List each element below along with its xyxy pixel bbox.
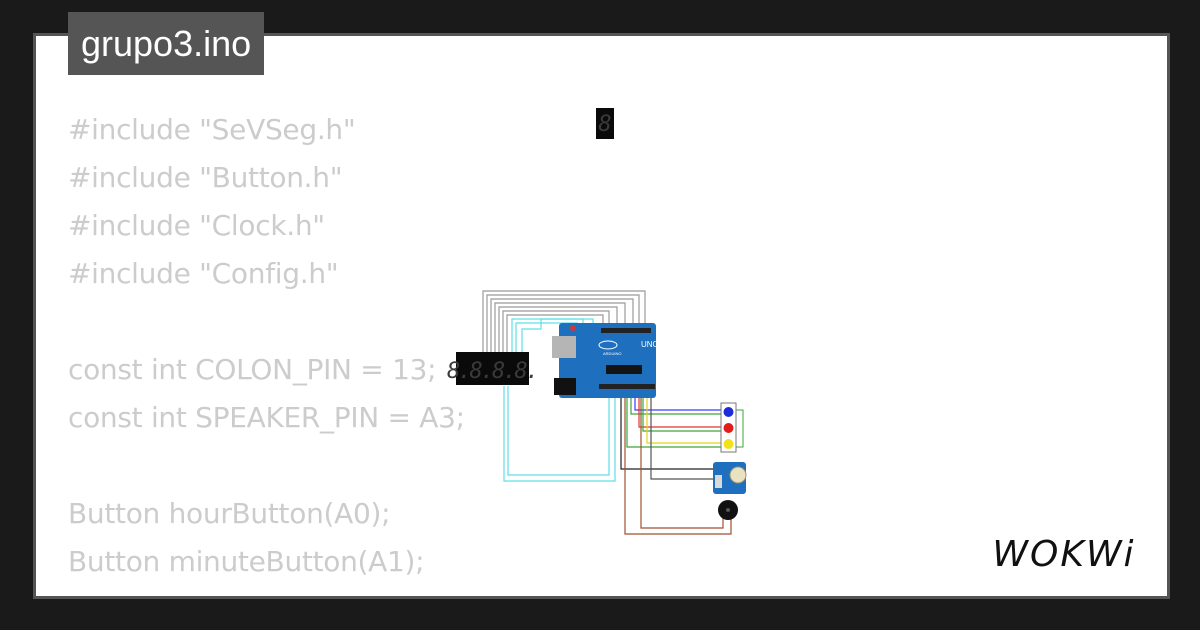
code-preview: #include "SeVSeg.h" #include "Button.h" … (68, 108, 465, 596)
push-buttons (720, 402, 737, 453)
wokwi-logo: WOKWi (992, 534, 1135, 575)
arduino-uno-board: UNO ARDUINO (552, 323, 659, 398)
seven-segment-single: 8 (596, 108, 614, 139)
button-wires (620, 395, 723, 480)
svg-text:8.8.8.8.: 8.8.8.8. (447, 359, 537, 384)
code-line: #include "Config.h" (68, 257, 339, 290)
code-line: Button hourButton(A0); (68, 497, 391, 530)
svg-text:8: 8 (598, 112, 611, 137)
gray-wires (482, 290, 646, 353)
seven-segment-four-digit: 8.8.8.8. (447, 352, 539, 385)
code-line: #include "Clock.h" (68, 209, 325, 242)
code-line: #include "SeVSeg.h" (68, 113, 356, 146)
code-line: const int COLON_PIN = 13; (68, 353, 437, 386)
button-ground-wires (735, 409, 744, 448)
code-line: const int SPEAKER_PIN = A3; (68, 401, 465, 434)
code-line: Button minuteButton(A1); (68, 545, 425, 578)
circuit-diagram: 8 8.8.8.8. UNO ARDUINO (447, 108, 747, 535)
buzzer (718, 500, 738, 520)
rotary-encoder-module (713, 462, 747, 494)
project-file-name: grupo3.ino (68, 12, 265, 75)
svg-text:WOKWi: WOKWi (992, 534, 1135, 575)
svg-text:UNO: UNO (641, 340, 659, 349)
preview-card: #include "SeVSeg.h" #include "Button.h" … (33, 33, 1170, 599)
code-line: Button alarmButton(A2); (68, 588, 465, 596)
code-line: #include "Button.h" (68, 161, 343, 194)
buzzer-wires (624, 395, 732, 535)
cyan-wires (503, 318, 616, 482)
svg-text:ARDUINO: ARDUINO (603, 351, 621, 356)
